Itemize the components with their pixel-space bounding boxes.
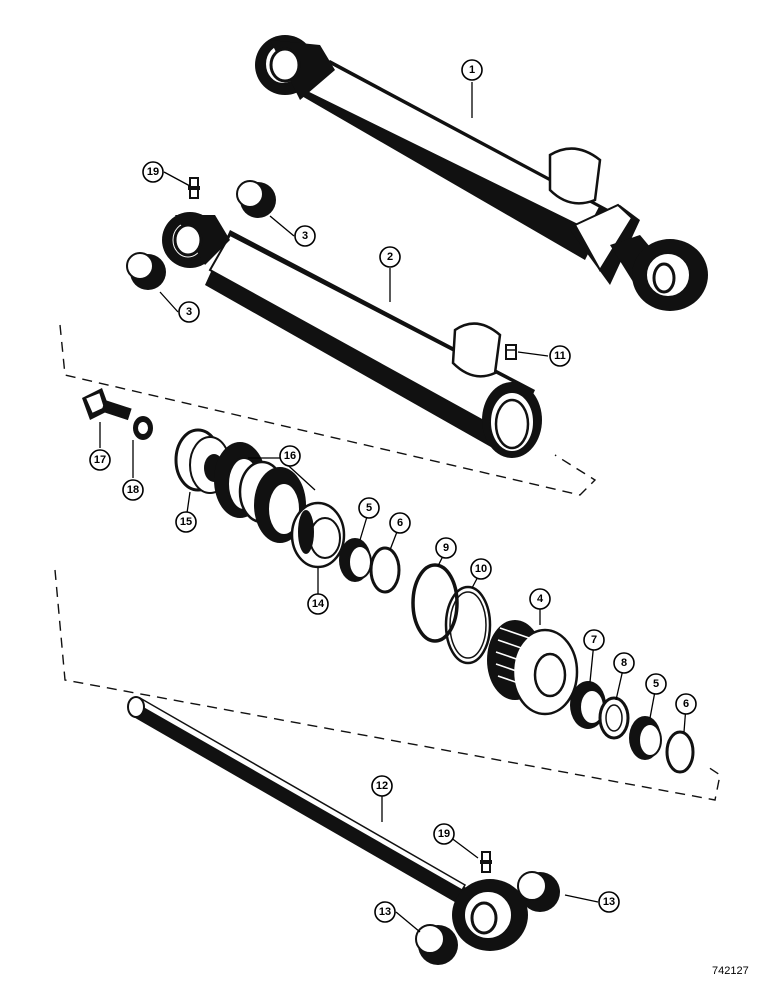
callout-6-upper: 6 — [389, 512, 411, 534]
part-6-o-ring-upper — [369, 546, 401, 594]
callout-6-lower: 6 — [675, 693, 697, 715]
callout-17-label: 17 — [94, 454, 106, 466]
callout-2-label: 2 — [387, 251, 393, 263]
callout-5-lower: 5 — [645, 673, 667, 695]
part-13-bushing-left — [415, 924, 458, 965]
part-6-o-ring-lower — [665, 730, 695, 774]
callout-16-label: 16 — [284, 450, 296, 462]
part-8-wiper — [598, 696, 630, 740]
callout-11-label: 11 — [554, 350, 566, 362]
part-7-rod-seal — [570, 681, 606, 729]
callout-12: 12 — [371, 775, 393, 797]
part-17-bolt — [82, 388, 132, 421]
part-11-bleeder-screw — [505, 344, 517, 360]
callout-4: 4 — [529, 588, 551, 610]
callout-10-label: 10 — [475, 563, 487, 575]
callout-15: 15 — [175, 511, 197, 533]
callout-19-upper: 19 — [142, 161, 164, 183]
callout-1: 1 — [461, 59, 483, 81]
callout-13-left: 13 — [374, 901, 396, 923]
drawing-reference-number: 742127 — [712, 965, 749, 977]
callout-12-label: 12 — [376, 780, 388, 792]
callout-5-lower-label: 5 — [653, 678, 659, 690]
callout-7-label: 7 — [591, 634, 597, 646]
callout-5-upper-label: 5 — [366, 502, 372, 514]
callout-9: 9 — [435, 537, 457, 559]
callout-19-upper-label: 19 — [147, 166, 159, 178]
part-14-flange — [290, 501, 346, 569]
part-18-washer — [133, 416, 153, 440]
callout-19-lower-label: 19 — [438, 828, 450, 840]
callout-3-lower-label: 3 — [186, 306, 192, 318]
part-12-piston-rod — [127, 696, 528, 951]
callout-9-label: 9 — [443, 542, 449, 554]
callout-8-label: 8 — [621, 657, 627, 669]
callout-1-label: 1 — [469, 64, 475, 76]
callout-6-lower-label: 6 — [683, 698, 689, 710]
callout-7: 7 — [583, 629, 605, 651]
callout-19-lower: 19 — [433, 823, 455, 845]
head-group-dashed-outline — [54, 569, 721, 801]
part-4-cylinder-head — [487, 620, 579, 716]
callout-13-right: 13 — [598, 891, 620, 913]
callout-4-label: 4 — [537, 593, 544, 605]
callout-18: 18 — [122, 479, 144, 501]
part-5-wear-ring-lower — [629, 716, 662, 760]
callout-3-lower: 3 — [178, 301, 200, 323]
callout-11: 11 — [549, 345, 571, 367]
part-19-grease-fitting-upper — [188, 177, 200, 199]
part-13-bushing-right — [517, 871, 560, 912]
callout-14-label: 14 — [312, 598, 325, 610]
part-3-bushing-upper — [236, 180, 276, 218]
callout-8: 8 — [613, 652, 635, 674]
part-3-bushing-lower — [126, 252, 166, 290]
part-1-cylinder-assembly — [255, 35, 708, 311]
part-9-o-ring — [411, 563, 459, 643]
part-19-grease-fitting-lower — [480, 851, 492, 873]
part-2-cylinder-barrel — [162, 212, 542, 458]
callout-10: 10 — [470, 558, 492, 580]
callout-3-upper-label: 3 — [302, 230, 308, 242]
callout-17: 17 — [89, 449, 111, 471]
callout-15-label: 15 — [180, 516, 192, 528]
callout-2: 2 — [379, 246, 401, 268]
piston-group-dashed-outline — [59, 324, 597, 496]
part-5-wear-ring-upper — [339, 538, 372, 582]
callout-6-upper-label: 6 — [397, 517, 403, 529]
callout-3-upper: 3 — [294, 225, 316, 247]
callout-13-right-label: 13 — [603, 896, 615, 908]
callout-18-label: 18 — [127, 484, 139, 496]
callout-14: 14 — [307, 593, 329, 615]
callout-13-left-label: 13 — [379, 906, 391, 918]
part-10-backup-ring — [444, 585, 492, 665]
callout-5-upper: 5 — [358, 497, 380, 519]
callout-16: 16 — [279, 445, 301, 467]
